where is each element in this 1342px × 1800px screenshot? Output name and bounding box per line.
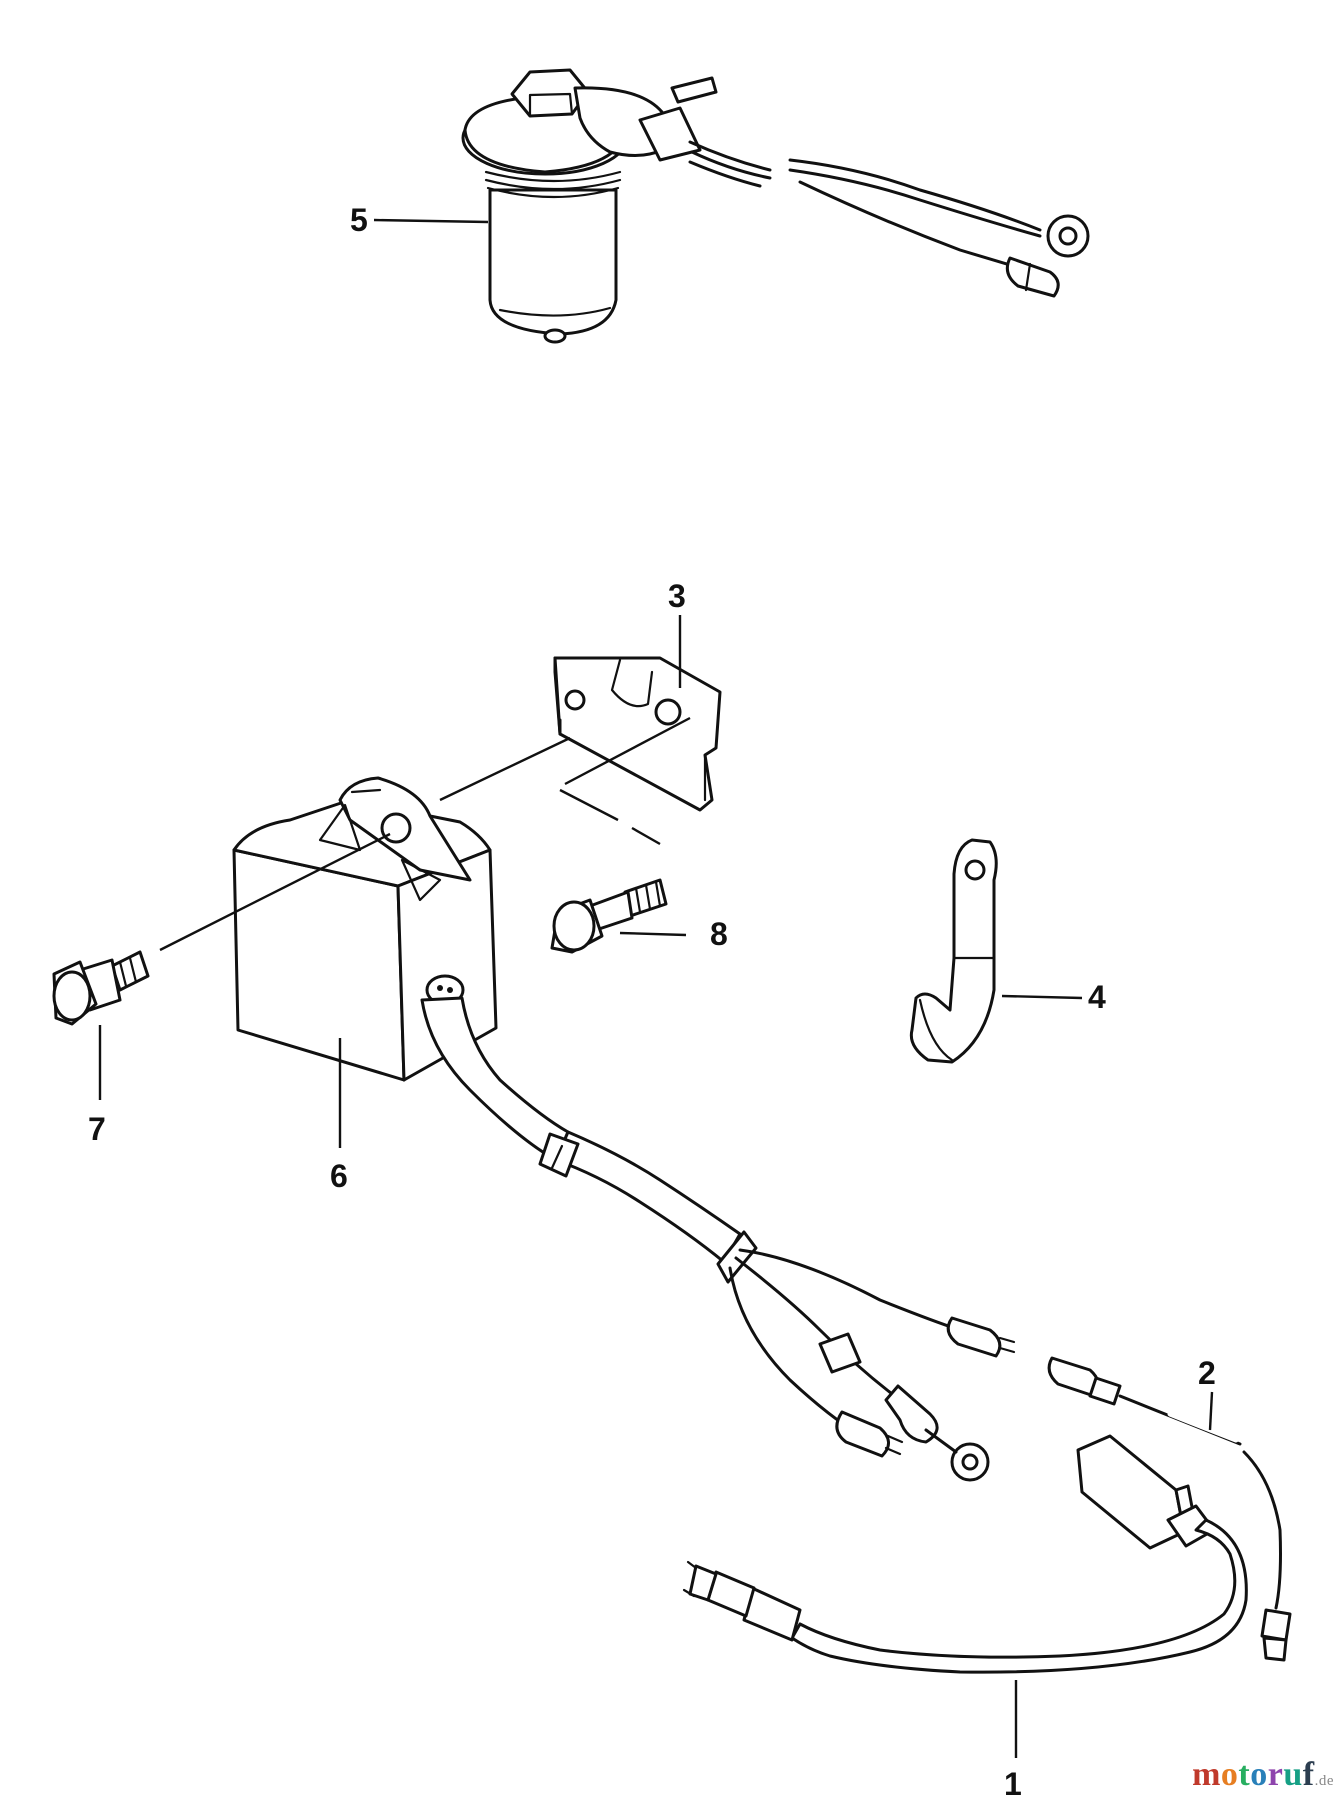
ignition-coil: [461, 68, 1090, 344]
leader-4: [1001, 994, 1083, 1000]
watermark-letter-u: u: [1283, 1756, 1303, 1793]
callout-1: 1: [1004, 1766, 1022, 1800]
watermark-letter-o1: o: [1220, 1756, 1239, 1793]
module-harness: [420, 996, 1016, 1482]
callout-5: 5: [350, 202, 368, 238]
callout-4: 4: [1088, 979, 1106, 1015]
leader-8: [619, 931, 687, 937]
bolt-8: [550, 878, 668, 954]
bolt-7: [52, 950, 150, 1026]
watermark-letter-m: m: [1192, 1756, 1221, 1793]
mounting-bracket: [553, 656, 722, 812]
watermark-letter-t: t: [1238, 1756, 1251, 1793]
leader-5: [373, 218, 489, 224]
watermark-letter-f: f: [1302, 1756, 1315, 1793]
watermark-letter-r: r: [1267, 1756, 1284, 1793]
callout-6: 6: [330, 1158, 348, 1194]
callout-8: 8: [710, 916, 728, 952]
callout-3: 3: [668, 578, 686, 614]
connector-harness: [682, 1434, 1248, 1674]
watermark-suffix: .de: [1314, 1773, 1334, 1789]
lead-wire: [1047, 1356, 1292, 1662]
callout-7: 7: [88, 1111, 106, 1147]
cable-clip: [909, 838, 998, 1064]
cdi-module: [232, 776, 498, 1082]
watermark-letter-o2: o: [1250, 1756, 1268, 1793]
leader-2: [1208, 1391, 1214, 1431]
watermark-logo: motoruf.de: [1192, 1756, 1334, 1794]
callout-2: 2: [1198, 1355, 1216, 1391]
